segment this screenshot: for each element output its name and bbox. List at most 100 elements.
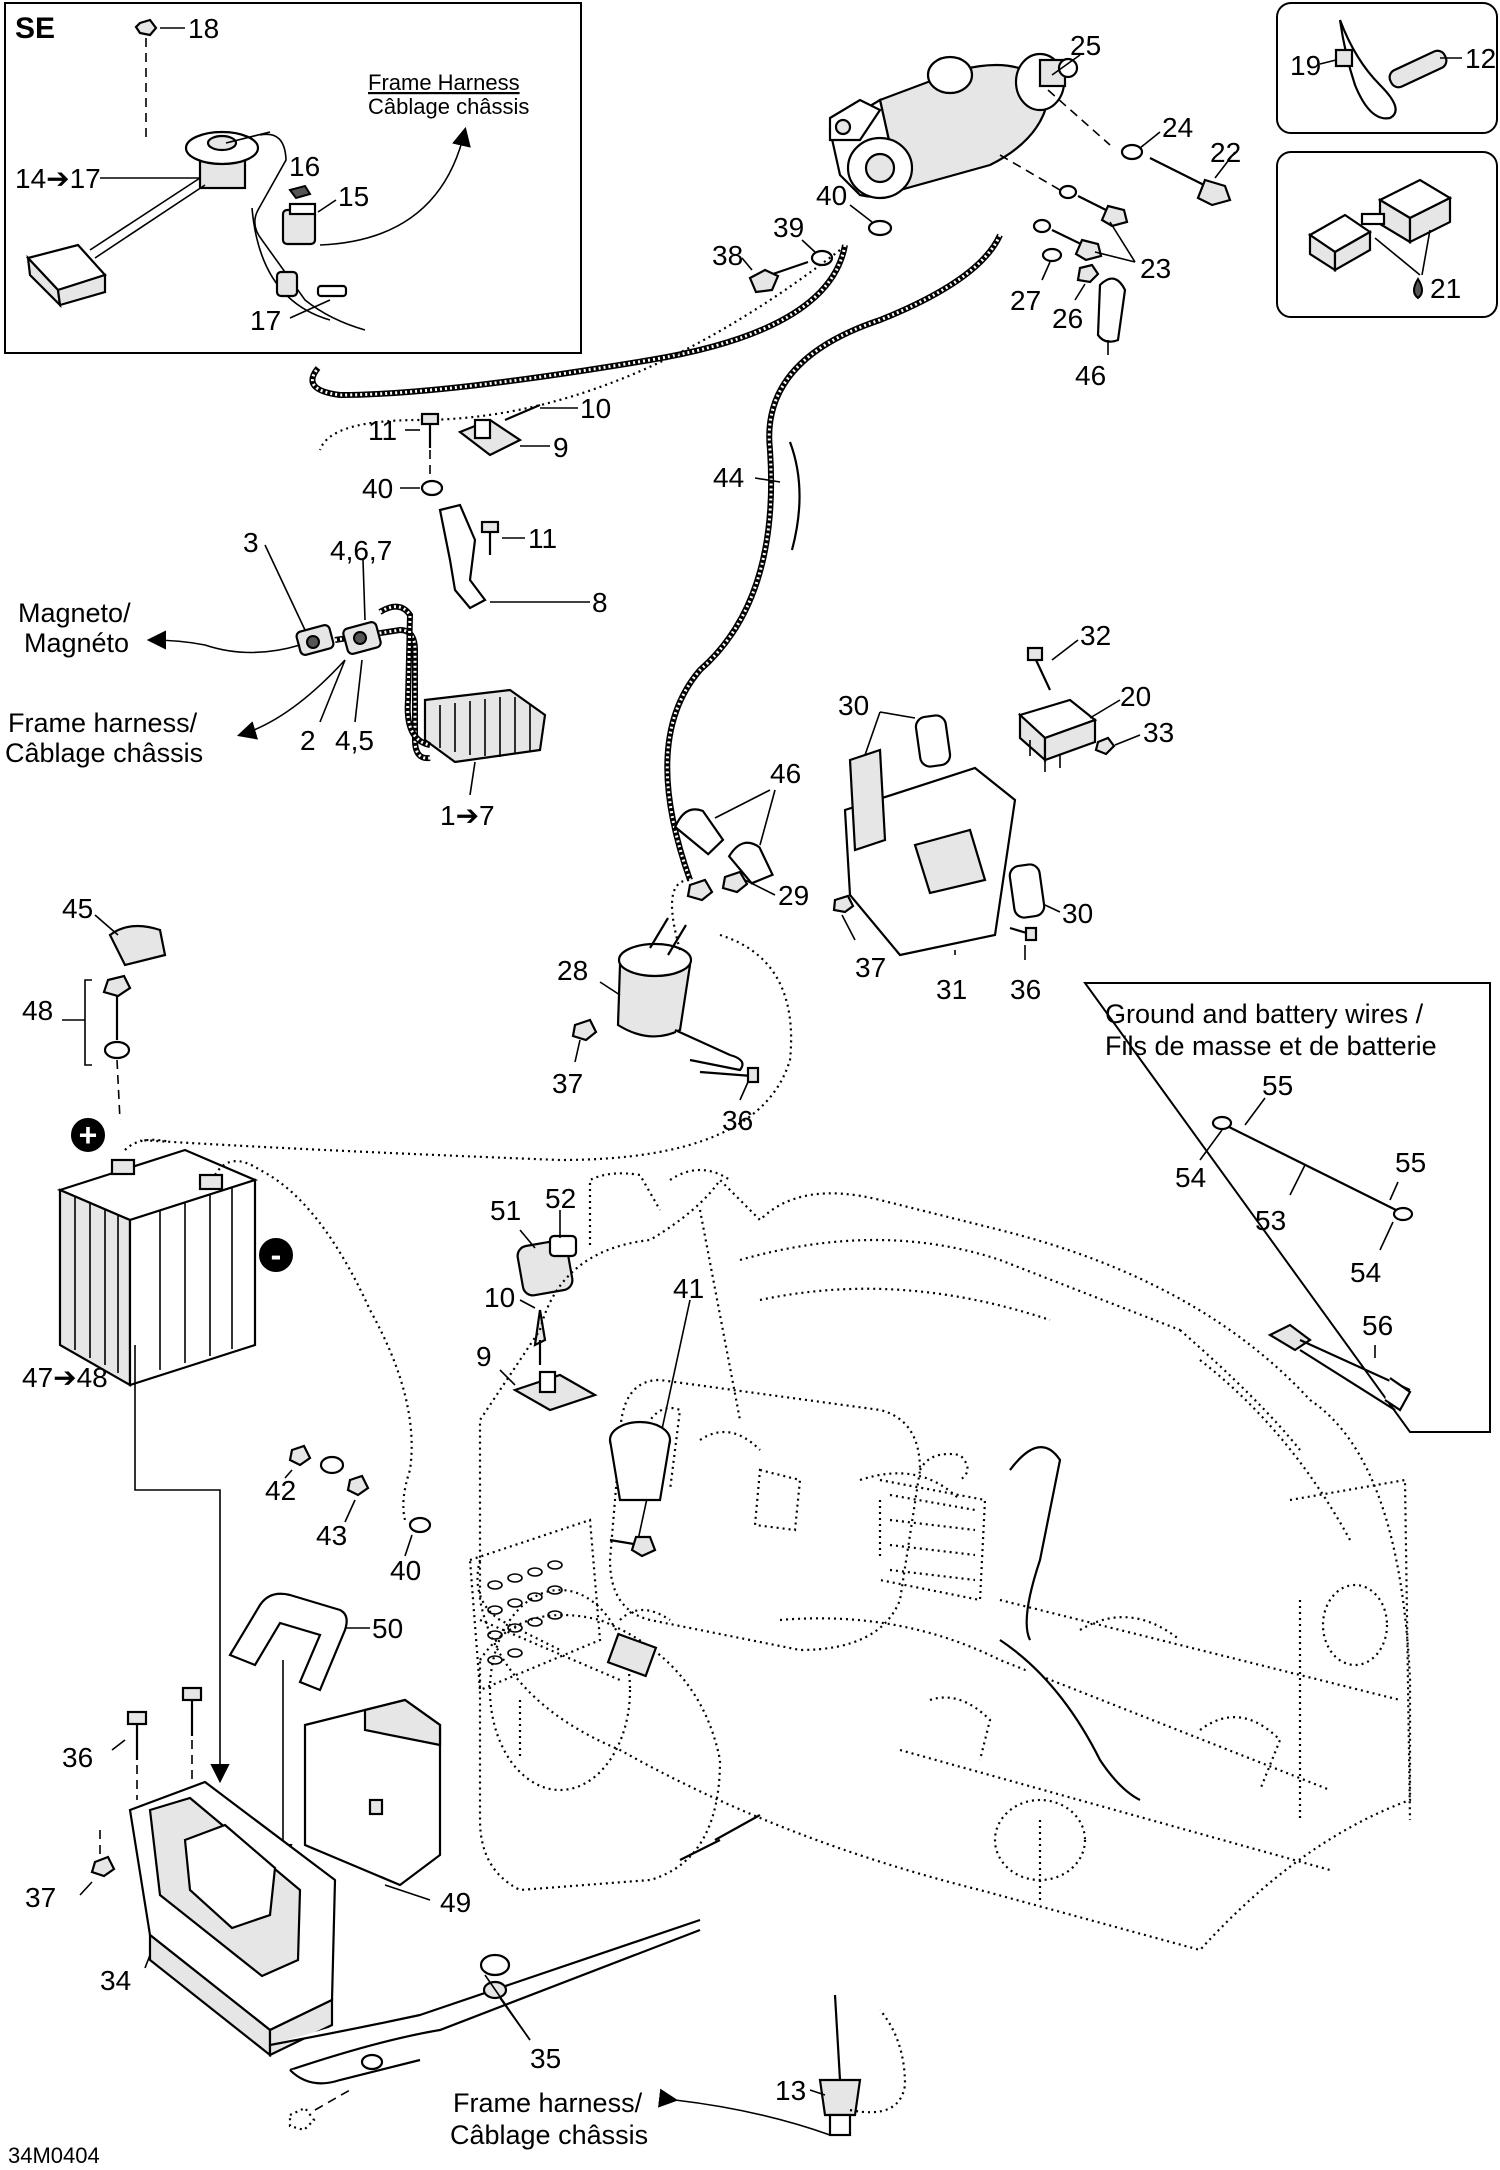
boots-46b xyxy=(673,808,775,885)
terminal-17b xyxy=(316,284,348,298)
cable-tie-19 xyxy=(1334,19,1397,120)
callout-33: 33 xyxy=(1143,717,1174,748)
callout-42: 42 xyxy=(265,1475,296,1506)
negative-terminal-icon xyxy=(259,1238,293,1272)
callout-46b: 46 xyxy=(770,758,801,789)
callout-20: 20 xyxy=(1120,681,1151,712)
callout-10a: 10 xyxy=(580,393,611,424)
callout-34: 34 xyxy=(100,1965,131,1996)
callout-31: 31 xyxy=(936,974,967,1005)
callout-44: 44 xyxy=(713,462,744,493)
nut-43 xyxy=(346,1474,370,1497)
grease-drop-icon xyxy=(1413,277,1423,300)
strap-50 xyxy=(228,1592,348,1692)
callout-16: 16 xyxy=(289,151,320,182)
nut-18 xyxy=(134,18,158,37)
callout-53: 53 xyxy=(1255,1205,1286,1236)
callout-54a: 54 xyxy=(1175,1162,1206,1193)
connector-2 xyxy=(342,621,382,655)
callout-11a: 11 xyxy=(368,415,397,446)
pin-10b xyxy=(533,1309,547,1365)
cover-49 xyxy=(303,1698,442,1887)
ground-box-title-fr: Fils de masse et de batterie xyxy=(1105,1031,1437,1061)
washer-39 xyxy=(810,249,834,267)
callout-37b: 37 xyxy=(552,1068,583,1099)
callout-50: 50 xyxy=(372,1613,403,1644)
callout-10b: 10 xyxy=(484,1282,515,1313)
positive-symbol: + xyxy=(79,1117,98,1153)
nut-42 xyxy=(288,1444,312,1467)
conduit-44 xyxy=(788,441,801,551)
ground-box-title-en: Ground and battery wires / xyxy=(1105,999,1424,1029)
lockwasher-40b xyxy=(420,479,444,497)
lockwasher-40a xyxy=(867,219,893,237)
cable-battery-positive xyxy=(139,933,793,1162)
frame-assembly xyxy=(478,1169,1412,1952)
nut-29a xyxy=(686,878,714,902)
callout-38: 38 xyxy=(712,240,743,271)
callout-2: 2 xyxy=(300,725,316,756)
callout-48: 48 xyxy=(22,995,53,1026)
nut-bottom xyxy=(288,2106,316,2132)
connector-51-52 xyxy=(516,1234,578,1297)
inset-se-harness-fr: Câblage châssis xyxy=(368,94,529,119)
pin-10a xyxy=(504,403,541,422)
holder-9b xyxy=(512,1370,598,1412)
callout-25: 25 xyxy=(1070,30,1101,61)
callout-11b: 11 xyxy=(528,523,557,554)
callout-47-48: 47➔48 xyxy=(22,1362,108,1393)
cable-starter-left xyxy=(318,249,841,451)
battery-47 xyxy=(56,1148,259,1387)
bolt-48 xyxy=(102,974,132,1060)
harness-arrow-se xyxy=(319,126,471,246)
battery-tray-34 xyxy=(128,1780,701,2085)
callout-8: 8 xyxy=(592,587,608,618)
callout-39: 39 xyxy=(773,212,804,243)
regulator-assembly xyxy=(334,503,547,764)
engine-assembly xyxy=(476,1378,1141,1801)
bolt-22 xyxy=(1149,157,1232,207)
callout-1-7: 1➔7 xyxy=(440,800,495,831)
callout-40c: 40 xyxy=(390,1555,421,1586)
callout-12: 12 xyxy=(1465,43,1496,74)
ground-wires-box: Ground and battery wires / Fils de masse… xyxy=(1083,982,1491,1433)
callout-9a: 9 xyxy=(553,432,569,463)
callout-32: 32 xyxy=(1080,620,1111,651)
bolt-32 xyxy=(1026,646,1051,691)
callout-41: 41 xyxy=(673,1273,704,1304)
callout-55a: 55 xyxy=(1262,1070,1293,1101)
callout-23: 23 xyxy=(1140,253,1171,284)
callout-37c: 37 xyxy=(25,1882,56,1913)
crimp-tool-56 xyxy=(1267,1323,1412,1412)
nut-29b xyxy=(721,870,749,894)
callout-30a: 30 xyxy=(838,690,869,721)
negative-symbol: - xyxy=(271,1237,282,1273)
callout-37a: 37 xyxy=(855,952,886,983)
callout-56: 56 xyxy=(1362,1310,1393,1341)
battery-boot-45 xyxy=(108,924,167,967)
figure-code: 34M0404 xyxy=(8,2143,100,2168)
bolts-23 xyxy=(1032,184,1129,262)
ground-wire-53 xyxy=(1211,1115,1414,1222)
inset-se-harness-en: Frame Harness xyxy=(368,70,520,95)
callout-40a: 40 xyxy=(816,180,847,211)
frame-harness-left-fr: Câblage châssis xyxy=(5,738,203,768)
callout-36c: 36 xyxy=(62,1742,93,1773)
washer-24 xyxy=(1120,143,1144,161)
nut-33 xyxy=(1094,736,1116,756)
inset-connector: 21 xyxy=(1276,151,1498,318)
nut-37b xyxy=(571,1018,598,1042)
float-block xyxy=(25,243,107,309)
sleeve-12 xyxy=(1388,49,1448,89)
callout-27: 27 xyxy=(1010,285,1041,316)
starter-motor xyxy=(828,52,1079,200)
callout-49: 49 xyxy=(440,1887,471,1918)
callout-43: 43 xyxy=(316,1520,347,1551)
connector-15 xyxy=(281,202,317,246)
lockwasher-40c xyxy=(408,1516,432,1534)
callout-40b: 40 xyxy=(362,473,393,504)
callout-46a: 46 xyxy=(1075,360,1106,391)
washer-27 xyxy=(1041,247,1063,263)
bolt-38 xyxy=(748,260,809,294)
